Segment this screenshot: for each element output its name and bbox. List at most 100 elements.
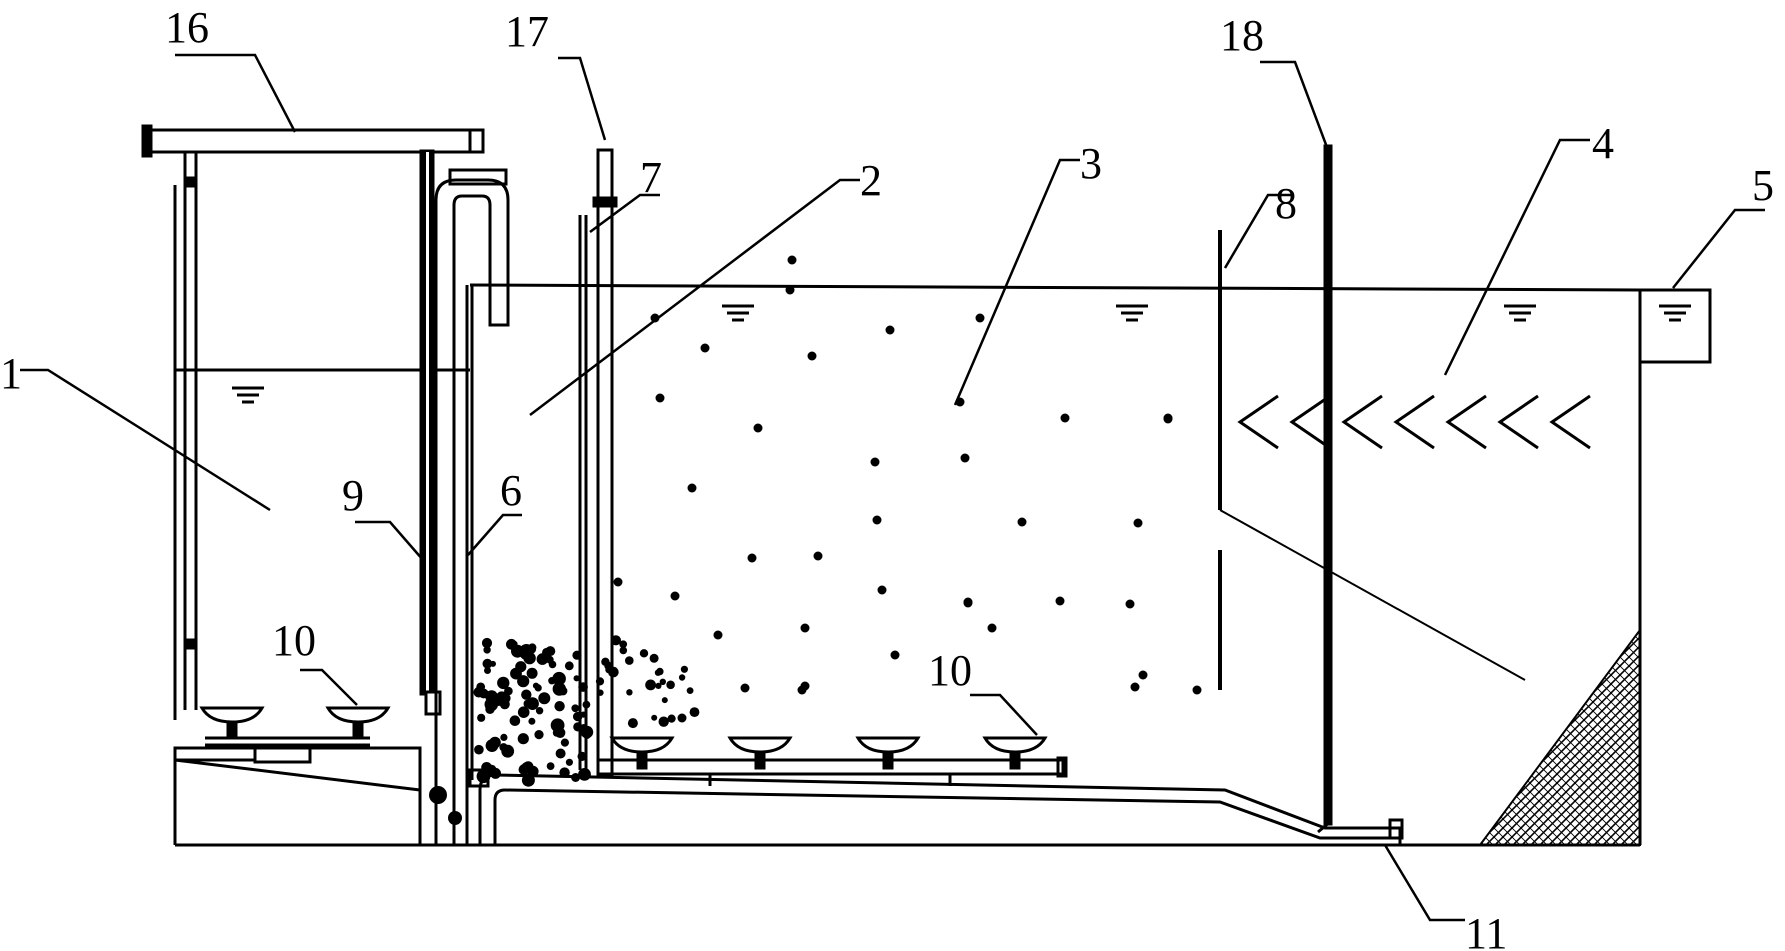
sludge-particle <box>560 738 570 747</box>
sludge-particle <box>661 697 668 704</box>
diffusers <box>199 706 1048 770</box>
particle <box>1130 682 1140 692</box>
diffuser-stem <box>352 720 364 740</box>
label-7: 7 <box>640 153 662 202</box>
leader-lines <box>20 53 1765 922</box>
sludge-particle <box>667 714 676 723</box>
sludge-particle <box>572 650 582 660</box>
particle <box>1138 670 1148 680</box>
sludge-particle <box>666 680 675 690</box>
sludge-particle <box>595 677 605 686</box>
particle <box>747 553 757 563</box>
sludge-particle <box>619 640 628 649</box>
sludge-particle <box>601 657 610 666</box>
outlet-box <box>1638 288 1712 364</box>
diffuser-stem <box>636 750 648 770</box>
particle <box>613 577 623 587</box>
sludge-particle <box>552 682 566 696</box>
particle <box>987 623 997 633</box>
sludge-particle <box>509 715 521 726</box>
sludge-particle <box>571 704 580 713</box>
label-6: 6 <box>500 466 522 515</box>
diffuser-cup <box>199 706 265 724</box>
particle <box>1055 596 1065 606</box>
label-5: 5 <box>1752 161 1774 210</box>
sludge-particle <box>554 701 565 712</box>
main-water-line <box>469 283 1641 292</box>
particle <box>785 285 795 295</box>
particle <box>963 598 973 608</box>
sludge-particle <box>649 653 659 663</box>
sludge-particle <box>619 646 628 655</box>
particle <box>677 713 687 723</box>
sludge-particle <box>534 730 544 740</box>
diffuser-cup <box>982 736 1048 754</box>
flow-chevron <box>1497 394 1539 450</box>
sludge-particle <box>610 635 622 646</box>
sludge-particle <box>626 689 633 696</box>
sludge-particle <box>526 667 538 679</box>
sludge-particle <box>521 689 532 700</box>
label-3: 3 <box>1080 139 1102 188</box>
label-1: 1 <box>0 349 22 398</box>
settling-slope-line <box>1219 509 1526 681</box>
sludge-particle <box>625 656 634 665</box>
water-level-symbols <box>232 304 1691 404</box>
sludge-particle <box>659 678 666 685</box>
riser-pipe <box>578 148 618 777</box>
particle <box>813 551 823 561</box>
vertical-pipe <box>1317 144 1333 834</box>
particle <box>740 683 750 693</box>
sludge-particle <box>485 704 495 714</box>
sludge-particle <box>448 811 462 825</box>
sludge-particle <box>481 637 493 649</box>
sludge-particle <box>519 644 534 658</box>
sludge-particle <box>565 758 574 766</box>
left-slope-line <box>174 758 421 792</box>
sludge-particle <box>605 666 612 674</box>
particle <box>1017 517 1027 527</box>
sludge-particle <box>580 711 587 718</box>
diffuser-stem <box>226 720 238 740</box>
sludge-particle <box>680 665 689 673</box>
sludge-particle <box>550 718 565 733</box>
diffuser-cup <box>609 736 675 754</box>
sludge-particle <box>429 786 447 804</box>
particle <box>960 453 970 463</box>
sludge-particle <box>559 767 570 778</box>
label-9: 9 <box>342 471 364 520</box>
particle <box>890 650 900 660</box>
particle <box>800 681 810 691</box>
left-support-rods <box>173 152 198 720</box>
top-beam <box>141 124 485 158</box>
sludge-particle <box>511 640 518 648</box>
sludge-particle <box>651 714 658 721</box>
particle <box>713 630 723 640</box>
sludge-particle <box>523 699 532 708</box>
sludge-particle <box>582 700 591 709</box>
sludge-particle <box>500 733 508 742</box>
diffuser-cup <box>325 706 391 724</box>
particle <box>650 313 660 323</box>
particle <box>975 313 985 323</box>
sludge-particle <box>639 649 649 658</box>
sludge-particle <box>485 739 499 752</box>
sludge-particle <box>474 744 484 755</box>
particle <box>872 515 882 525</box>
particle <box>885 325 895 335</box>
sludge-particle <box>532 682 540 689</box>
diffuser-stem <box>1009 750 1021 770</box>
label-10-main: 10 <box>928 646 972 695</box>
diffuser-cup <box>727 736 793 754</box>
particle <box>787 255 797 265</box>
callout-labels: 1 2 3 4 5 6 7 8 9 10 10 11 16 17 18 <box>0 3 1774 951</box>
label-18: 18 <box>1220 11 1264 60</box>
sludge-particle <box>548 660 557 669</box>
flow-chevron <box>1393 394 1435 450</box>
diffuser-stem <box>882 750 894 770</box>
label-11: 11 <box>1465 909 1507 951</box>
particle <box>670 591 680 601</box>
bottom-pipe <box>468 768 1404 845</box>
particle <box>870 457 880 467</box>
